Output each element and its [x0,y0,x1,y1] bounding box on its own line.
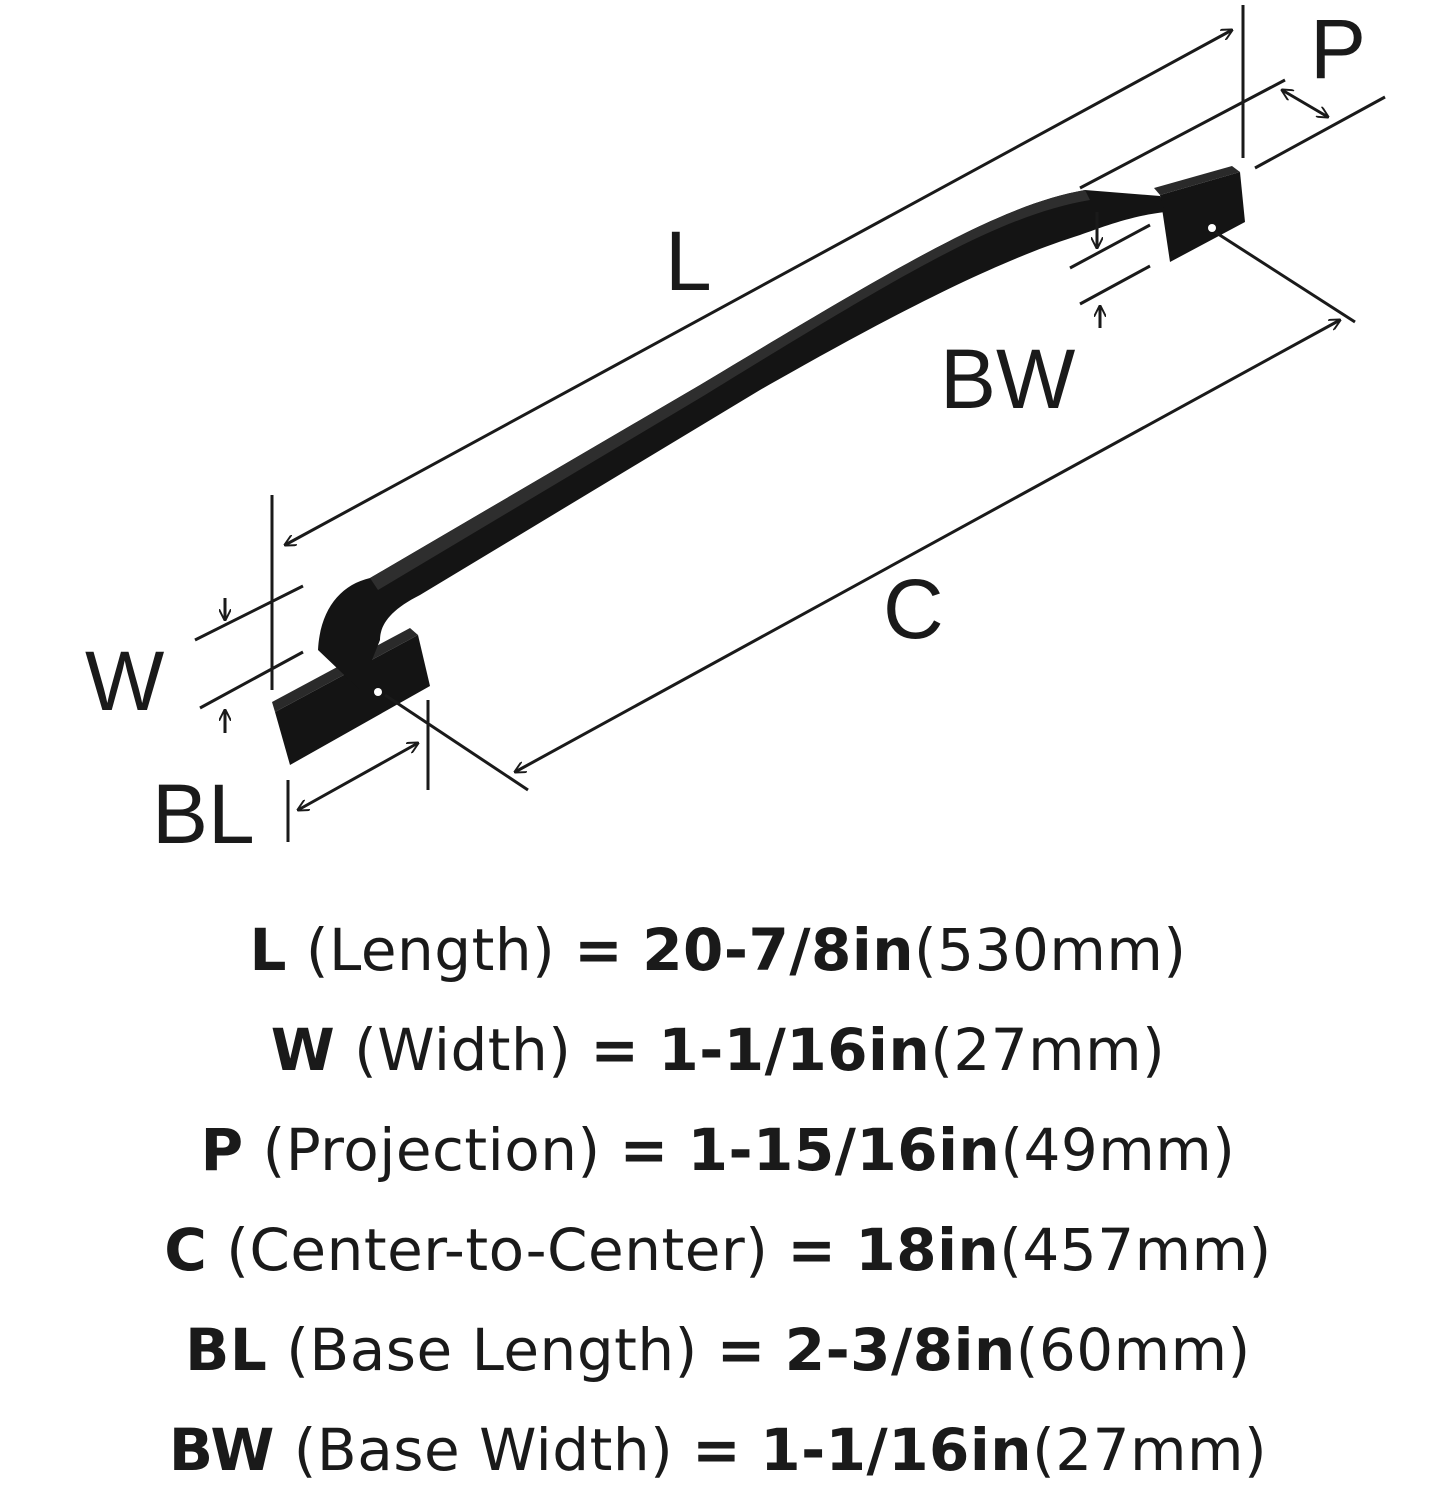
spec-equals: = [787,1216,837,1284]
spec-code: BW [168,1416,275,1484]
spec-metric: (27mm) [930,1016,1166,1084]
grip-bar [318,190,1165,690]
spec-row-base-width: BW (Base Width) = 1-1/16in(27mm) [0,1400,1436,1500]
spec-metric: (530mm) [914,916,1187,984]
spec-name: (Projection) [262,1116,601,1184]
right-screw-hole [1208,224,1216,232]
spec-name: (Width) [354,1016,572,1084]
label-length: L [665,214,712,308]
spec-equals: = [590,1016,640,1084]
label-center-to-center: C [883,562,944,656]
dimension-diagram: L P BW C W BL [85,2,1386,861]
spec-row-center-to-center: C (Center-to-Center) = 18in(457mm) [0,1200,1436,1300]
label-base-width: BW [940,332,1075,426]
spec-value: 1-1/16in [658,1016,931,1084]
spec-equals: = [692,1416,742,1484]
dimension-lines [194,5,1386,842]
label-projection: P [1310,2,1366,96]
center-to-center-dimension-line [515,320,1340,772]
label-base-length: BL [152,767,255,861]
spec-code: BL [185,1316,268,1384]
length-dimension-line [285,30,1232,545]
spec-equals: = [574,916,624,984]
spec-metric: (49mm) [1000,1116,1236,1184]
cabinet-handle [272,166,1245,765]
label-width: W [85,634,164,728]
left-base [275,635,430,765]
spec-code: W [270,1016,336,1084]
spec-name: (Base Length) [286,1316,698,1384]
specification-list: L (Length) = 20-7/8in(530mm) W (Width) =… [0,900,1436,1500]
spec-row-width: W (Width) = 1-1/16in(27mm) [0,1000,1436,1100]
spec-row-length: L (Length) = 20-7/8in(530mm) [0,900,1436,1000]
spec-metric: (457mm) [999,1216,1272,1284]
spec-metric: (60mm) [1015,1316,1251,1384]
spec-value: 20-7/8in [642,916,915,984]
spec-row-projection: P (Projection) = 1-15/16in(49mm) [0,1100,1436,1200]
spec-equals: = [619,1116,669,1184]
spec-code: C [164,1216,208,1284]
spec-name: (Base Width) [293,1416,674,1484]
projection-dimension-line [1282,90,1328,117]
left-screw-hole [374,688,382,696]
spec-metric: (27mm) [1032,1416,1268,1484]
spec-equals: = [716,1316,766,1384]
base-length-dimension-line [298,743,418,810]
spec-name: (Center-to-Center) [226,1216,769,1284]
spec-code: P [200,1116,244,1184]
spec-row-base-length: BL (Base Length) = 2-3/8in(60mm) [0,1300,1436,1400]
spec-value: 1-1/16in [760,1416,1033,1484]
spec-value: 18in [855,1216,1000,1284]
spec-value: 2-3/8in [784,1316,1016,1384]
spec-code: L [249,916,287,984]
spec-value: 1-15/16in [687,1116,1001,1184]
spec-name: (Length) [305,916,556,984]
